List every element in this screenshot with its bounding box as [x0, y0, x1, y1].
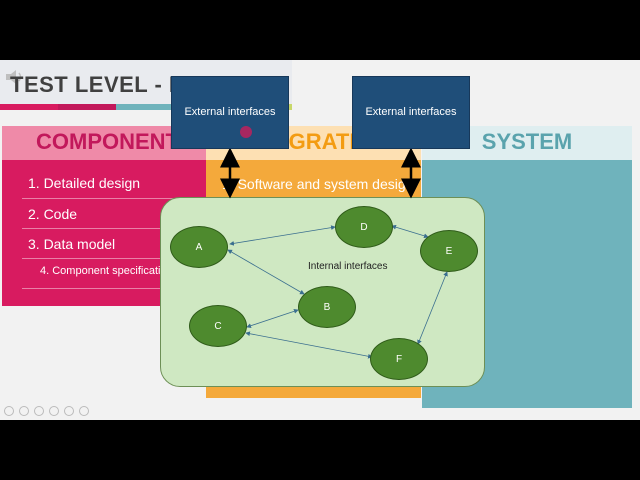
component-item-1: 1. Detailed design: [28, 175, 141, 191]
component-item-2: 2. Code: [28, 206, 78, 222]
component-divider: [22, 288, 206, 289]
component-divider: [22, 228, 206, 229]
system-header-label: SYSTEM: [481, 129, 573, 154]
slide-canvas: TEST LEVEL - BA SYSTEM INTEGRATION 1. So…: [0, 60, 640, 420]
node-c: C: [189, 305, 247, 347]
connector-a-b: [227, 249, 305, 295]
component-divider: [22, 198, 206, 199]
component-item-3: 3. Data model: [28, 236, 116, 252]
connector-c-b: [246, 308, 299, 329]
player-control-icon[interactable]: [64, 406, 74, 416]
node-a: A: [170, 226, 228, 268]
title-stripe-pink: [58, 104, 116, 110]
player-control-icon[interactable]: [79, 406, 89, 416]
connector-d-e: [391, 224, 429, 239]
connector-a-d: [229, 225, 336, 246]
node-b: B: [298, 286, 356, 328]
connector-c-f: [245, 331, 373, 359]
diagram-connectors: [220, 147, 448, 359]
mouse-cursor: [240, 126, 252, 138]
internal-interfaces-label: Internal interfaces: [308, 261, 388, 272]
player-control-icon[interactable]: [4, 406, 14, 416]
title-stripe-red: [0, 104, 58, 110]
component-divider: [22, 258, 206, 259]
player-control-icon[interactable]: [34, 406, 44, 416]
connector-e-f: [417, 271, 448, 345]
player-control-icon[interactable]: [19, 406, 29, 416]
component-header-label: COMPONENT: [36, 129, 179, 154]
external-interfaces-right: External interfaces: [352, 76, 470, 149]
node-d: D: [335, 206, 393, 248]
speaker-icon[interactable]: [4, 68, 26, 86]
component-header: COMPONENT: [2, 126, 206, 160]
title-stripe-teal: [116, 104, 176, 110]
component-item-4: 4. Component specificatio: [40, 265, 167, 277]
player-control-icon[interactable]: [49, 406, 59, 416]
integration-item-1: 1. Software and system design: [222, 176, 414, 192]
node-e: E: [420, 230, 478, 272]
page-title: TEST LEVEL - BA: [10, 72, 202, 97]
node-f: F: [370, 338, 428, 380]
external-interfaces-left: External interfaces: [171, 76, 289, 149]
